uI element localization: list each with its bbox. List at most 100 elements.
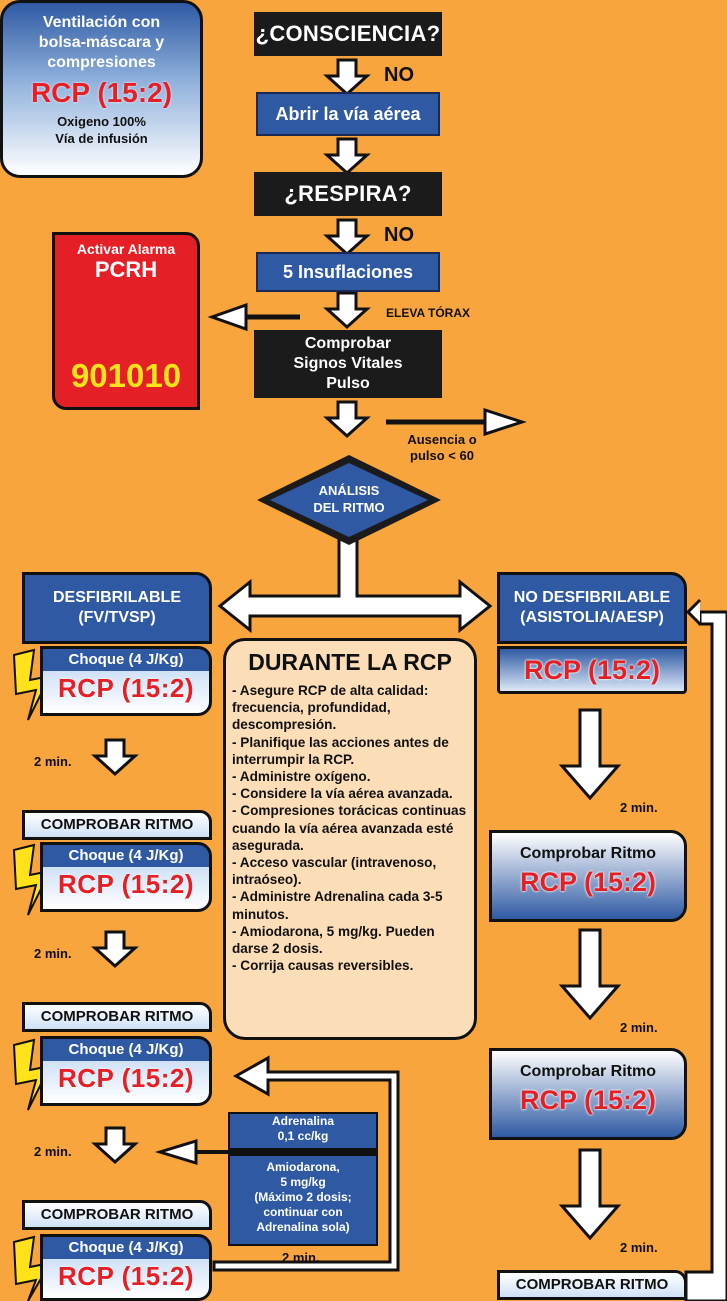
amio-line4: continuar con (263, 1205, 343, 1219)
loop-back-arrow-icon (212, 1055, 400, 1272)
comprobar-ritmo-right-2: Comprobar Ritmo RCP (15:2) (489, 1048, 687, 1140)
choque-rcp-box-2: Choque (4 J/Kg) RCP (15:2) (40, 842, 212, 912)
signos-line: Signos Vitales (293, 355, 403, 372)
consciencia-label: ¿CONSCIENCIA? (255, 21, 441, 46)
ritmo-line: DEL RITMO (313, 500, 385, 515)
choque-rcp-box-1: Choque (4 J/Kg) RCP (15:2) (40, 646, 212, 716)
arrow-down-icon (325, 218, 369, 256)
pulso-line: Pulso (326, 375, 370, 392)
no-desfibrilable-subtitle: (ASISTOLIA/AESP) (520, 609, 664, 626)
arrow-down-icon (560, 1148, 620, 1240)
insuflaciones-box: 5 Insuflaciones (256, 252, 440, 292)
rcp-label: RCP (15:2) (57, 673, 194, 703)
ventilacion-box: Ventilación con bolsa-máscara y compresi… (0, 0, 203, 178)
comprobar-ritmo-label: Comprobar Ritmo (520, 845, 656, 862)
choque-label: Choque (4 J/Kg) (68, 847, 184, 864)
two-min-label: 2 min. (34, 1144, 72, 1159)
amio-line5: Adrenalina sola) (256, 1220, 350, 1234)
rcp-label: RCP (15:2) (523, 655, 661, 685)
no-desfibrilable-tab: NO DESFIBRILABLE (ASISTOLIA/AESP) (497, 572, 687, 644)
desfibrilable-tab: DESFIBRILABLE (FV/TVSP) (22, 572, 212, 644)
pulso-60-line: pulso < 60 (410, 448, 474, 463)
lightning-bolt-icon (12, 843, 52, 916)
ventilacion-line3: compresiones (47, 54, 156, 71)
comprobar-ritmo-label: COMPROBAR RITMO (515, 1276, 669, 1293)
two-min-label: 2 min. (34, 946, 72, 961)
arrow-down-icon (560, 708, 620, 800)
comprobar-ritmo-right-1: Comprobar Ritmo RCP (15:2) (489, 830, 687, 922)
durante-title: DURANTE LA RCP (248, 649, 452, 675)
amio-line3: (Máximo 2 dosis; (254, 1190, 352, 1204)
two-min-label: 2 min. (34, 754, 72, 769)
analisis-ritmo-label: ANÁLISIS DEL RITMO (294, 482, 404, 516)
alarm-phone-number: 901010 (70, 357, 182, 394)
two-min-label: 2 min. (620, 800, 658, 815)
rcp-label: RCP (15:2) (57, 1063, 194, 1093)
ventilacion-rcp: RCP (15:2) (30, 77, 173, 108)
arrow-down-icon (325, 58, 369, 96)
rcp-label: RCP (15:2) (519, 1085, 657, 1115)
comprobar-signos-box: Comprobar Signos Vitales Pulso (254, 330, 442, 398)
ventilacion-line2: bolsa-máscara y (38, 34, 165, 51)
choque-label: Choque (4 J/Kg) (68, 1239, 184, 1256)
comprobar-ritmo-box-1: COMPROBAR RITMO (22, 810, 212, 840)
rcp-label: RCP (15:2) (519, 867, 657, 897)
rcp-label: RCP (15:2) (57, 1261, 194, 1291)
durante-item: - Corrija causas reversibles. (232, 958, 414, 974)
ventilacion-line1: Ventilación con (42, 14, 161, 31)
durante-item: - Administre Adrenalina cada 3-5 minutos… (232, 889, 443, 922)
no-label: NO (384, 224, 414, 246)
arrow-down-icon (325, 400, 369, 438)
comprobar-ritmo-label: Comprobar Ritmo (520, 1063, 656, 1080)
comprobar-ritmo-box-3: COMPROBAR RITMO (22, 1200, 212, 1230)
durante-rcp-panel: DURANTE LA RCP - Asegure RCP de alta cal… (223, 638, 477, 1040)
adrenalina-line1: Adrenalina (271, 1114, 334, 1128)
durante-item: - Planifique las acciones antes de inter… (232, 734, 449, 767)
alarm-box: Activar Alarma PCRH 901010 (52, 232, 200, 410)
rcp-box-right: RCP (15:2) (497, 646, 687, 694)
choque-label: Choque (4 J/Kg) (68, 651, 184, 668)
rcp-label: RCP (15:2) (57, 869, 194, 899)
comprobar-ritmo-box-2: COMPROBAR RITMO (22, 1002, 212, 1032)
ausencia-line: Ausencia o (407, 432, 477, 447)
ausencia-pulso-label: Ausencia o pulso < 60 (392, 432, 492, 464)
analisis-line: ANÁLISIS (318, 483, 380, 498)
respira-box: ¿RESPIRA? (254, 172, 442, 216)
amio-line1: Amiodarona, (266, 1160, 340, 1174)
alarm-line1: Activar Alarma (76, 241, 176, 257)
arrow-left-icon (207, 302, 300, 332)
durante-item: - Amiodarona, 5 mg/kg. Pueden darse 2 do… (232, 923, 435, 957)
durante-item: - Acceso vascular (intravenoso, intraóse… (232, 855, 437, 888)
abrir-label: Abrir la vía aérea (275, 103, 421, 124)
oxigeno-line: Oxigeno 100% (57, 114, 146, 129)
choque-label: Choque (4 J/Kg) (68, 1041, 184, 1058)
amiodarona-box: Amiodarona, 5 mg/kg (Máximo 2 dosis; con… (228, 1154, 378, 1246)
comprobar-ritmo-label: COMPROBAR RITMO (40, 816, 194, 833)
durante-item: - Considere la vía aérea avanzada. (232, 786, 453, 802)
two-min-label: 2 min. (620, 1020, 658, 1035)
lightning-bolt-icon (12, 1038, 52, 1111)
analysis-diamond (257, 455, 441, 545)
durante-item: - Asegure RCP de alta calidad: frecuenci… (232, 683, 429, 733)
lightning-bolt-icon (12, 1235, 52, 1301)
adrenalina-line2: 0,1 cc/kg (277, 1129, 329, 1143)
comprobar-line: Comprobar (304, 335, 392, 352)
arrow-left-icon (154, 1138, 378, 1166)
arrow-down-icon (325, 291, 369, 329)
arrow-right-icon (386, 407, 527, 437)
arrow-down-icon (93, 930, 137, 968)
insuflaciones-label: 5 Insuflaciones (282, 261, 414, 282)
arrow-down-icon (560, 928, 620, 1020)
two-min-label: 2 min. (620, 1240, 658, 1255)
choque-rcp-box-3: Choque (4 J/Kg) RCP (15:2) (40, 1036, 212, 1106)
split-arrow-icon (217, 518, 493, 634)
comprobar-ritmo-label: COMPROBAR RITMO (40, 1008, 194, 1025)
no-label: NO (384, 64, 414, 86)
alarm-pcrh: PCRH (94, 257, 158, 282)
two-min-label: 2 min. (282, 1250, 320, 1265)
loop-back-arrow-icon (684, 598, 727, 1301)
lightning-bolt-icon (12, 648, 52, 721)
abrir-via-aerea-box: Abrir la vía aérea (256, 92, 440, 136)
